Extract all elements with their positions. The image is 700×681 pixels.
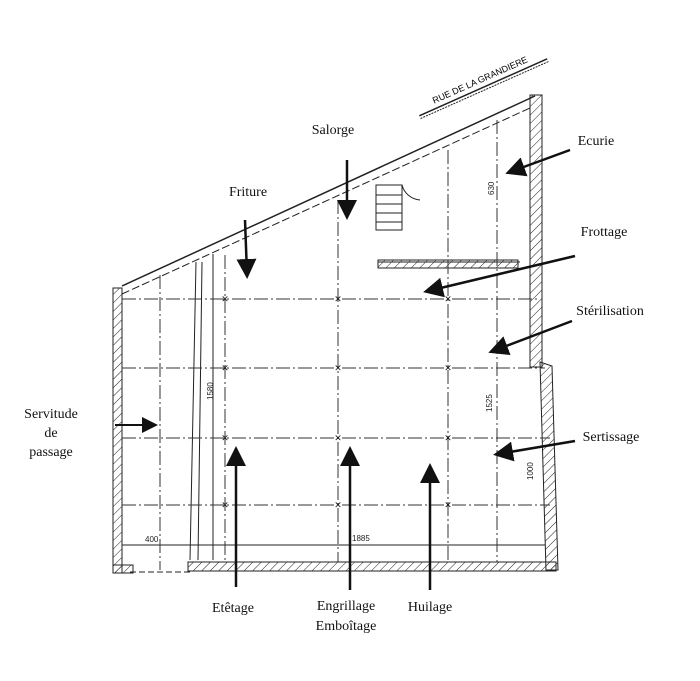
arrow-frottage [423, 254, 576, 298]
svg-text:400: 400 [145, 535, 159, 544]
label-huilage: Huilage [407, 600, 453, 615]
svg-text:✕: ✕ [334, 363, 342, 373]
svg-text:✕: ✕ [444, 363, 452, 373]
svg-text:630: 630 [487, 181, 496, 195]
svg-text:✕: ✕ [334, 500, 342, 510]
svg-text:1000: 1000 [526, 462, 535, 480]
svg-text:✕: ✕ [221, 363, 229, 373]
structural-grid [122, 120, 550, 570]
arrows [115, 148, 576, 590]
label-etetage: Etêtage [212, 601, 254, 616]
label-ecurie: Ecurie [577, 134, 615, 149]
svg-text:✕: ✕ [334, 294, 342, 304]
svg-text:1525: 1525 [485, 394, 494, 412]
arrow-sertissage [493, 439, 576, 462]
svg-text:1885: 1885 [352, 534, 370, 543]
label-sterilisation: Stérilisation [576, 304, 644, 319]
label-salorge: Salorge [311, 123, 355, 138]
svg-text:✕: ✕ [221, 294, 229, 304]
pillars: ✕ ✕ ✕ ✕ ✕ ✕ ✕ ✕ ✕ ✕ ✕ ✕ [221, 294, 452, 510]
label-engrillage: Engrillage [316, 599, 376, 614]
arrow-ecurie [505, 148, 571, 177]
staircase [375, 184, 421, 231]
svg-text:✕: ✕ [444, 294, 452, 304]
svg-text:✕: ✕ [221, 500, 229, 510]
label-frottage: Frottage [580, 225, 628, 240]
svg-text:✕: ✕ [444, 500, 452, 510]
svg-text:✕: ✕ [334, 433, 342, 443]
street-label: RUE DE LA GRANDIERE [419, 54, 549, 119]
dimensions: 400 1885 1580 1525 1000 630 [145, 181, 535, 544]
label-sertissage: Sertissage [582, 430, 640, 445]
svg-text:✕: ✕ [221, 433, 229, 443]
arrow-sterilisation [488, 319, 573, 356]
svg-text:✕: ✕ [444, 433, 452, 443]
street-name: RUE DE LA GRANDIERE [431, 54, 529, 105]
label-servitude-1: Servitude [24, 407, 78, 422]
label-servitude-3: passage [29, 445, 73, 460]
label-emboitage: Emboîtage [315, 619, 377, 634]
label-friture: Friture [228, 185, 268, 200]
arrow-friture [236, 219, 257, 279]
svg-text:1580: 1580 [206, 382, 215, 400]
label-servitude-2: de [44, 426, 58, 441]
